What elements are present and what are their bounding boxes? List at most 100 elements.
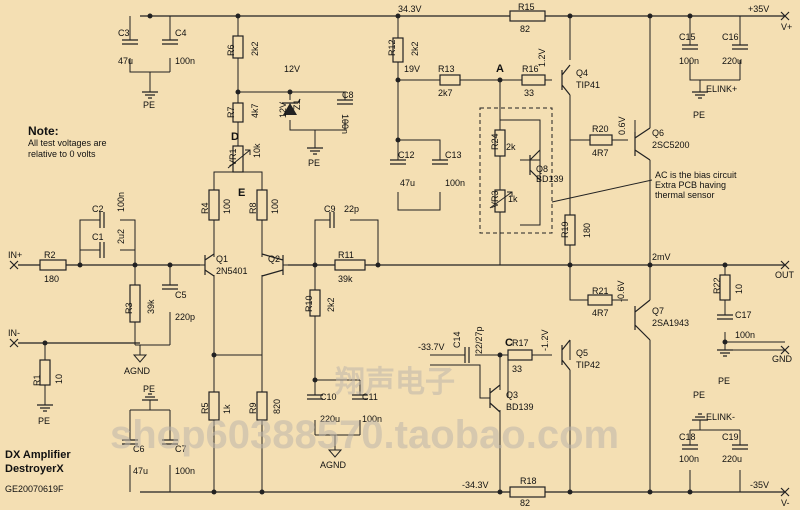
rail-vplus-tag: V+ bbox=[781, 22, 792, 32]
zener-diode-z1 bbox=[282, 98, 301, 115]
part-c7-val: 100n bbox=[175, 466, 195, 476]
part-vr3-ref: VR3 bbox=[490, 190, 500, 208]
port-in-minus: IN- bbox=[8, 328, 20, 338]
part-c10-ref: C10 bbox=[320, 392, 337, 402]
part-q1-val: 2N5401 bbox=[216, 266, 248, 276]
part-r21-ref: R21 bbox=[592, 286, 609, 296]
part-r6-ref: R6 bbox=[226, 44, 236, 56]
part-r9-ref: R9 bbox=[248, 402, 258, 414]
voltage-1v2: 1.2V bbox=[537, 48, 547, 67]
part-r24-val: 2k bbox=[506, 142, 516, 152]
part-r1-val: 10 bbox=[54, 374, 64, 384]
label-elink-plus: ELINK+ bbox=[706, 84, 737, 94]
part-c14-val: 22/27p bbox=[474, 326, 484, 354]
part-r15-ref: R15 bbox=[518, 2, 535, 12]
label-elink-minus: ELINK- bbox=[706, 412, 735, 422]
junction-dots bbox=[42, 13, 728, 495]
part-c14-ref: C14 bbox=[452, 331, 462, 348]
note-line1: All test voltages are bbox=[28, 138, 107, 148]
part-r10-ref: R10 bbox=[304, 295, 314, 312]
node-e: E bbox=[238, 187, 245, 199]
part-r16-val: 33 bbox=[524, 88, 534, 98]
capacitors bbox=[99, 39, 748, 450]
bias-note-line2: Extra PCB having bbox=[655, 180, 726, 190]
part-q6-ref: Q6 bbox=[652, 128, 664, 138]
part-c13-ref: C13 bbox=[445, 150, 462, 160]
part-r19-val: 180 bbox=[582, 223, 592, 238]
part-q1-ref: Q1 bbox=[216, 254, 228, 264]
title-line2: DestroyerX bbox=[5, 463, 64, 475]
part-c17-ref: C17 bbox=[735, 310, 752, 320]
part-q4-val: TIP41 bbox=[576, 80, 600, 90]
part-r13-ref: R13 bbox=[438, 64, 455, 74]
port-agnd: AGND bbox=[124, 366, 151, 376]
note-line2: relative to 0 volts bbox=[28, 149, 96, 159]
part-c16-ref: C16 bbox=[722, 32, 739, 42]
part-r4-val: 100 bbox=[222, 199, 232, 214]
part-r16-ref: R16 bbox=[522, 64, 539, 74]
part-r8-ref: R8 bbox=[248, 202, 258, 214]
bias-note-line1: AC is the bias circuit bbox=[655, 170, 737, 180]
part-c3-val: 47u bbox=[118, 56, 133, 66]
part-c2-ref: C2 bbox=[92, 204, 104, 214]
part-c3-ref: C3 bbox=[118, 28, 130, 38]
part-q8-ref: Q8 bbox=[536, 164, 548, 174]
part-r7-val: 4k7 bbox=[250, 103, 260, 118]
part-c18-val: 100n bbox=[679, 454, 699, 464]
part-q2-ref: Q2 bbox=[268, 254, 280, 264]
part-r9-val: 820 bbox=[272, 399, 282, 414]
part-r17-val: 33 bbox=[512, 364, 522, 374]
voltage-34v3: 34.3V bbox=[398, 4, 422, 14]
part-r18-ref: R18 bbox=[520, 476, 537, 486]
part-c9-val: 22p bbox=[344, 204, 359, 214]
part-c1-ref: C1 bbox=[92, 232, 104, 242]
label-pe-3: PE bbox=[693, 110, 705, 120]
part-c5-val: 220p bbox=[175, 312, 195, 322]
rail-vminus: -35V bbox=[750, 480, 769, 490]
rail-vplus: +35V bbox=[748, 4, 769, 14]
resistors bbox=[39, 10, 731, 498]
part-r11-ref: R11 bbox=[338, 250, 354, 260]
part-r8-val: 100 bbox=[270, 199, 280, 214]
voltage-19v: 19V bbox=[404, 64, 420, 74]
potentiometers bbox=[227, 145, 513, 213]
label-pe-2: PE bbox=[308, 158, 320, 168]
part-r11-val: 39k bbox=[338, 274, 353, 284]
watermark-url: shop60388570.taobao.com bbox=[110, 413, 619, 457]
label-pe-7: PE bbox=[693, 390, 705, 400]
part-z1-ref: Z1 bbox=[292, 99, 302, 110]
part-c11-val: 100n bbox=[362, 414, 382, 424]
bias-note-line3: thermal sensor bbox=[655, 190, 715, 200]
part-c7-ref: C7 bbox=[175, 444, 187, 454]
watermark-cn: 翔声电子 bbox=[335, 366, 455, 399]
part-c9-ref: C9 bbox=[324, 204, 336, 214]
part-c17-val: 100n bbox=[735, 330, 755, 340]
part-c12-val: 47u bbox=[400, 178, 415, 188]
part-r3-ref: R3 bbox=[124, 302, 134, 314]
port-gnd: GND bbox=[772, 354, 793, 364]
wires bbox=[18, 15, 785, 493]
port-in-plus: IN+ bbox=[8, 250, 22, 260]
part-r24-ref: R24 bbox=[490, 133, 500, 150]
part-c2-val: 100n bbox=[116, 192, 126, 212]
terminal-markers bbox=[9, 11, 790, 497]
part-r3-val: 39k bbox=[146, 299, 156, 314]
transistors bbox=[204, 64, 651, 413]
ground-symbols bbox=[37, 91, 733, 458]
part-r2-ref: R2 bbox=[44, 250, 56, 260]
note-heading: Note: bbox=[28, 124, 59, 138]
voltage-2mv: 2mV bbox=[652, 252, 671, 262]
bias-circuit-box bbox=[479, 107, 553, 234]
voltage-minus-1v2: -1.2V bbox=[540, 329, 550, 351]
title-line1: DX Amplifier bbox=[5, 449, 71, 461]
part-q4-ref: Q4 bbox=[576, 68, 588, 78]
part-c10-val: 220u bbox=[320, 414, 340, 424]
rail-vminus-tag: V- bbox=[781, 498, 790, 508]
part-vr1-ref: VR1 bbox=[228, 148, 238, 166]
part-r10-val: 2k2 bbox=[326, 297, 336, 312]
part-q8-val: BD139 bbox=[536, 174, 564, 184]
part-r12-val: 2k2 bbox=[410, 41, 420, 56]
part-q3-ref: Q3 bbox=[506, 390, 518, 400]
node-d: D bbox=[231, 131, 239, 143]
